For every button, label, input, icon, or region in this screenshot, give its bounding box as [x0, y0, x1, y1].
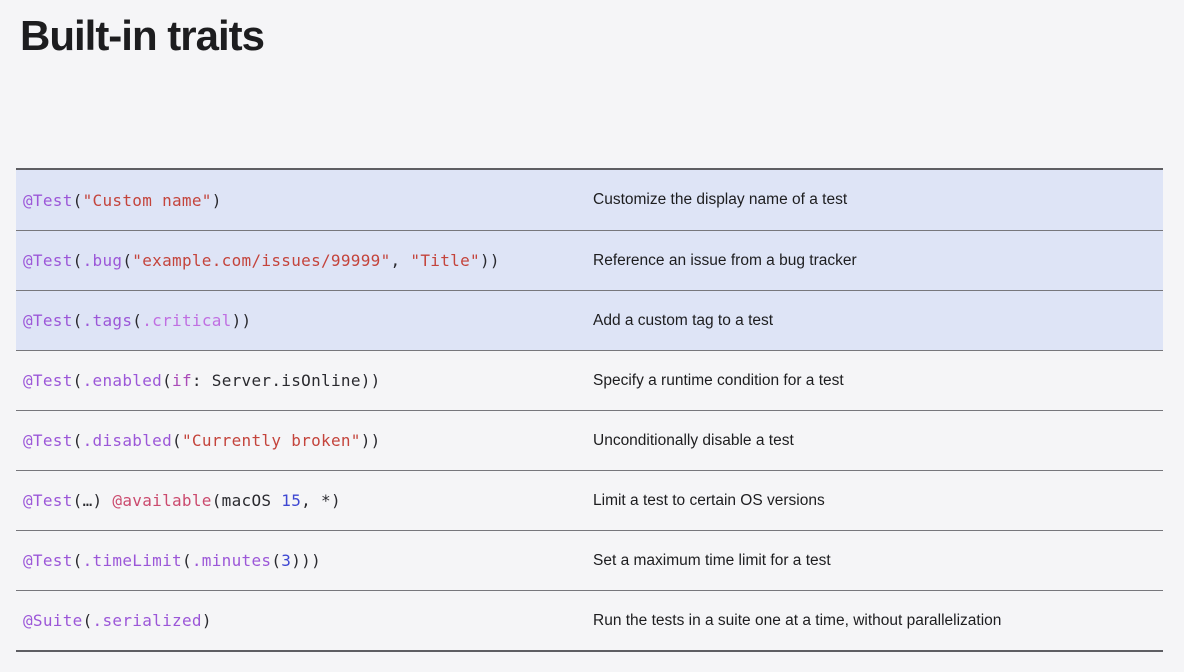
code-token-plain: ): [201, 611, 212, 630]
trait-description: Specify a runtime condition for a test: [593, 371, 844, 389]
code-token-plain: ): [211, 190, 222, 210]
code-token-attribute: @Test: [23, 251, 73, 270]
code-token-keyword: if: [172, 371, 192, 390]
code-token-plain: (: [82, 611, 93, 630]
trait-code: @Test("Custom name"): [16, 191, 593, 210]
code-token-plain: ,: [390, 251, 411, 270]
trait-code: @Test(.bug("example.com/issues/99999", "…: [16, 251, 593, 270]
code-token-attribute: @Test: [23, 311, 73, 330]
code-token-plain: (: [172, 431, 182, 450]
code-token-attribute: @Test: [23, 491, 73, 510]
code-token-string: "example.com/issues/99999": [132, 251, 391, 270]
code-token-attribute: @Test: [23, 371, 73, 390]
code-token-attribute: .serialized: [92, 611, 202, 630]
code-token-memberLight: .critical: [142, 311, 232, 330]
code-token-plain: )): [360, 431, 381, 450]
trait-description: Set a maximum time limit for a test: [593, 551, 831, 569]
code-token-plain: )): [231, 311, 252, 330]
trait-row: @Test(.bug("example.com/issues/99999", "…: [16, 230, 1163, 290]
trait-code: @Test(…) @available(macOS 15, *): [16, 491, 593, 510]
trait-description: Reference an issue from a bug tracker: [593, 251, 857, 269]
code-token-plain: (macOS: [211, 491, 282, 510]
code-token-plain: (: [72, 431, 83, 450]
code-token-attribute: @Test: [23, 431, 73, 450]
code-token-plain: , *): [301, 491, 341, 510]
trait-code: @Test(.disabled("Currently broken")): [16, 431, 593, 450]
code-token-plain: )): [479, 251, 500, 270]
code-token-number: 3: [281, 551, 292, 570]
code-token-attribute: @Test: [23, 551, 73, 570]
code-token-attribute: @Suite: [23, 611, 83, 630]
code-token-plain: (: [72, 311, 83, 330]
code-token-attribute: .timeLimit: [82, 551, 182, 570]
trait-row: @Test(.timeLimit(.minutes(3))) Set a max…: [16, 530, 1163, 590]
trait-row: @Test("Custom name") Customize the displ…: [16, 170, 1163, 230]
trait-description: Limit a test to certain OS versions: [593, 491, 825, 509]
code-token-string: "Title": [410, 251, 480, 270]
code-token-plain: (: [72, 251, 83, 270]
code-token-plain: ))): [291, 551, 322, 570]
trait-row: @Test(…) @available(macOS 15, *) Limit a…: [16, 470, 1163, 530]
trait-code: @Suite(.serialized): [16, 611, 593, 630]
trait-row: @Suite(.serialized) Run the tests in a s…: [16, 590, 1163, 650]
code-token-number: 15: [281, 491, 302, 510]
trait-description: Customize the display name of a test: [593, 191, 848, 208]
page-title: Built-in traits: [20, 12, 265, 59]
code-token-string: "Currently broken": [181, 431, 361, 450]
trait-description: Add a custom tag to a test: [593, 311, 774, 329]
code-token-attribute: .disabled: [82, 431, 173, 450]
trait-code: @Test(.timeLimit(.minutes(3))): [16, 551, 593, 570]
trait-description: Unconditionally disable a test: [593, 431, 794, 449]
traits-table: @Test("Custom name") Customize the displ…: [16, 168, 1163, 652]
trait-description: Run the tests in a suite one at a time, …: [593, 611, 1002, 629]
code-token-attribute: .minutes: [191, 551, 272, 570]
trait-row: @Test(.enabled(if: Server.isOnline)) Spe…: [16, 350, 1163, 410]
code-token-plain: (…): [72, 491, 113, 510]
code-token-plain: (: [122, 251, 133, 270]
code-token-attribute: @Test: [23, 190, 73, 210]
code-token-availability: @available: [112, 491, 212, 510]
trait-row: @Test(.tags(.critical)) Add a custom tag…: [16, 290, 1163, 350]
code-token-plain: (: [132, 311, 143, 330]
code-token-attribute: .enabled: [82, 371, 163, 390]
code-token-plain: (: [162, 371, 173, 390]
trait-code: @Test(.tags(.critical)): [16, 311, 593, 330]
code-token-attribute: .tags: [82, 311, 133, 330]
code-token-plain: (: [72, 190, 83, 210]
trait-code: @Test(.enabled(if: Server.isOnline)): [16, 371, 593, 390]
code-token-plain: (: [181, 551, 192, 570]
code-token-plain: (: [72, 371, 83, 390]
code-token-plain: : Server.isOnline)): [191, 371, 381, 390]
code-token-plain: (: [271, 551, 282, 570]
code-token-plain: (: [72, 551, 83, 570]
trait-row: @Test(.disabled("Currently broken")) Unc…: [16, 410, 1163, 470]
code-token-attribute: .bug: [82, 251, 123, 270]
code-token-string: "Custom name": [82, 190, 212, 210]
